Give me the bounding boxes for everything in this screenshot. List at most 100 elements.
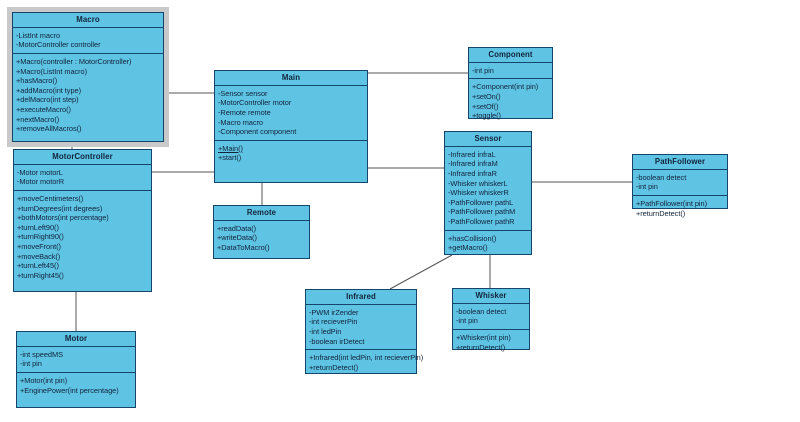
- method-row: +delMacro(int step): [16, 95, 79, 105]
- attribute-row: -PWM irZender: [309, 307, 359, 317]
- class-methods-pathfollower: +PathFollower(int pin)+returnDetect(): [633, 196, 727, 221]
- method-row: +Whisker(int pin): [456, 333, 511, 343]
- attribute-row: -boolean irDetect: [309, 336, 365, 346]
- method-row: +turnRight90(): [17, 232, 64, 242]
- attribute-row: -int pin: [20, 359, 42, 369]
- class-methods-sensor: +hasCollision()+getMacro(): [445, 231, 531, 256]
- class-methods-infrared: +Infrared(int ledPin, int recieverPin)+r…: [306, 350, 424, 375]
- method-row: +moveCentimeters(): [17, 194, 84, 204]
- attribute-row: -PathFollower pathR: [448, 217, 515, 227]
- class-title-main: Main: [215, 71, 367, 86]
- uml-class-infrared[interactable]: Infrared-PWM irZender-int recieverPin-in…: [305, 289, 424, 375]
- method-row: +turnDegrees(int degrees): [17, 203, 103, 213]
- class-title-pathfollower: PathFollower: [633, 155, 727, 170]
- class-title-motorcontroller: MotorController: [14, 150, 151, 165]
- class-methods-whisker: +Whisker(int pin)+returnDetect(): [453, 330, 529, 355]
- method-row: +returnDetect(): [636, 208, 686, 218]
- class-attributes-motorcontroller: -Motor motorL-Motor motorR: [14, 165, 151, 191]
- attribute-row: -int pin: [636, 182, 658, 192]
- class-filler: [13, 137, 163, 141]
- attribute-row: -Motor motorR: [17, 177, 64, 187]
- attribute-row: -Infrared infraL: [448, 149, 496, 159]
- attribute-row: -MotorController motor: [218, 98, 292, 108]
- uml-class-sensor[interactable]: Sensor-Infrared infraL-Infrared infraM-I…: [444, 131, 532, 255]
- attribute-row: -int ledPin: [309, 327, 342, 337]
- uml-class-motorcontroller[interactable]: MotorController-Motor motorL-Motor motor…: [13, 149, 152, 292]
- class-methods-motor: +Motor(int pin)+EnginePower(int percenta…: [17, 373, 135, 398]
- class-title-macro: Macro: [13, 13, 163, 28]
- attribute-row: -PathFollower pathL: [448, 197, 514, 207]
- class-title-whisker: Whisker: [453, 289, 529, 304]
- uml-class-whisker[interactable]: Whisker-boolean detect-int pin+Whisker(i…: [452, 288, 530, 351]
- class-attributes-infrared: -PWM irZender-int recieverPin-int ledPin…: [306, 305, 416, 351]
- attribute-row: -Infrared infraR: [448, 169, 497, 179]
- method-row: +addMacro(int type): [16, 85, 81, 95]
- attribute-row: -MotorController controller: [16, 40, 101, 50]
- attribute-row: -Remote remote: [218, 108, 271, 118]
- attribute-row: -Motor motorL: [17, 167, 63, 177]
- attribute-row: -ListInt macro: [16, 30, 61, 40]
- uml-class-macro[interactable]: Macro -ListInt macro-MotorController cont…: [7, 7, 169, 147]
- method-row: +readData(): [217, 223, 257, 233]
- class-attributes-main: -Sensor sensor-MotorController motor-Rem…: [215, 86, 367, 141]
- method-row: +Infrared(int ledPin, int recieverPin): [309, 353, 424, 363]
- method-row: +moveBack(): [17, 251, 61, 261]
- method-row: +returnDetect(): [456, 342, 506, 352]
- attribute-row: -PathFollower pathM: [448, 207, 516, 217]
- attribute-row: -Macro macro: [218, 117, 263, 127]
- class-attributes-pathfollower: -boolean detect-int pin: [633, 170, 727, 196]
- class-title-component: Component: [469, 48, 552, 63]
- method-row: +returnDetect(): [309, 362, 359, 372]
- method-row: +DataToMacro(): [217, 243, 270, 253]
- class-title-remote: Remote: [214, 206, 309, 221]
- uml-class-remote[interactable]: Remote+readData()+writeData()+DataToMacr…: [213, 205, 310, 259]
- method-row: +removeAllMacros(): [16, 124, 82, 134]
- attribute-row: -boolean detect: [636, 172, 687, 182]
- method-row: +turnLeft90(): [17, 222, 59, 232]
- class-filler: [215, 166, 367, 182]
- method-row: +PathFollower(int pin): [636, 199, 707, 209]
- class-filler: [17, 398, 135, 407]
- class-filler: [14, 283, 151, 291]
- class-methods-main: +Main()+start(): [215, 141, 367, 166]
- method-row: +toggle(): [472, 111, 501, 121]
- attribute-row: -Whisker whiskerL: [448, 178, 508, 188]
- method-row: +moveFront(): [17, 242, 61, 252]
- class-methods-macro: +Macro(controller : MotorController)+Mac…: [13, 54, 163, 137]
- class-attributes-whisker: -boolean detect-int pin: [453, 304, 529, 330]
- class-attributes-motor: -int speedMS-int pin: [17, 347, 135, 373]
- class-methods-component: +Component(int pin)+setOn()+setOf()+togg…: [469, 79, 552, 123]
- attribute-row: -int pin: [472, 65, 494, 75]
- attribute-row: -Sensor sensor: [218, 88, 268, 98]
- attribute-row: -Component component: [218, 127, 297, 137]
- attribute-row: -int pin: [456, 316, 478, 326]
- method-row: +executeMacro(): [16, 105, 71, 115]
- uml-class-motor[interactable]: Motor-int speedMS-int pin+Motor(int pin)…: [16, 331, 136, 408]
- method-row: +hasCollision(): [448, 233, 497, 243]
- attribute-row: -boolean detect: [456, 306, 507, 316]
- method-row: +EnginePower(int percentage): [20, 385, 119, 395]
- attribute-row: -Infrared infraM: [448, 159, 498, 169]
- attribute-row: -int recieverPin: [309, 317, 358, 327]
- class-title-sensor: Sensor: [445, 132, 531, 147]
- uml-class-component[interactable]: Component-int pin+Component(int pin)+set…: [468, 47, 553, 119]
- method-row: +writeData(): [217, 233, 257, 243]
- class-filler: [214, 256, 309, 258]
- method-row: +bothMotors(int percentage): [17, 213, 109, 223]
- method-row: +hasMacro(): [16, 76, 58, 86]
- class-attributes-sensor: -Infrared infraL-Infrared infraM-Infrare…: [445, 147, 531, 231]
- class-title-motor: Motor: [17, 332, 135, 347]
- uml-class-main[interactable]: Main-Sensor sensor-MotorController motor…: [214, 70, 368, 183]
- attribute-row: -int speedMS: [20, 349, 63, 359]
- attribute-row: -Whisker whiskerR: [448, 188, 509, 198]
- class-methods-remote: +readData()+writeData()+DataToMacro(): [214, 221, 309, 256]
- method-row: +Macro(ListInt macro): [16, 66, 88, 76]
- edge-sensor-to-infrared[interactable]: [389, 254, 453, 290]
- method-row: +Main(): [218, 143, 243, 153]
- method-row: +getMacro(): [448, 243, 488, 253]
- method-row: +setOn(): [472, 92, 501, 102]
- uml-class-pathfollower[interactable]: PathFollower-boolean detect-int pin+Path…: [632, 154, 728, 217]
- method-row: +setOf(): [472, 101, 499, 111]
